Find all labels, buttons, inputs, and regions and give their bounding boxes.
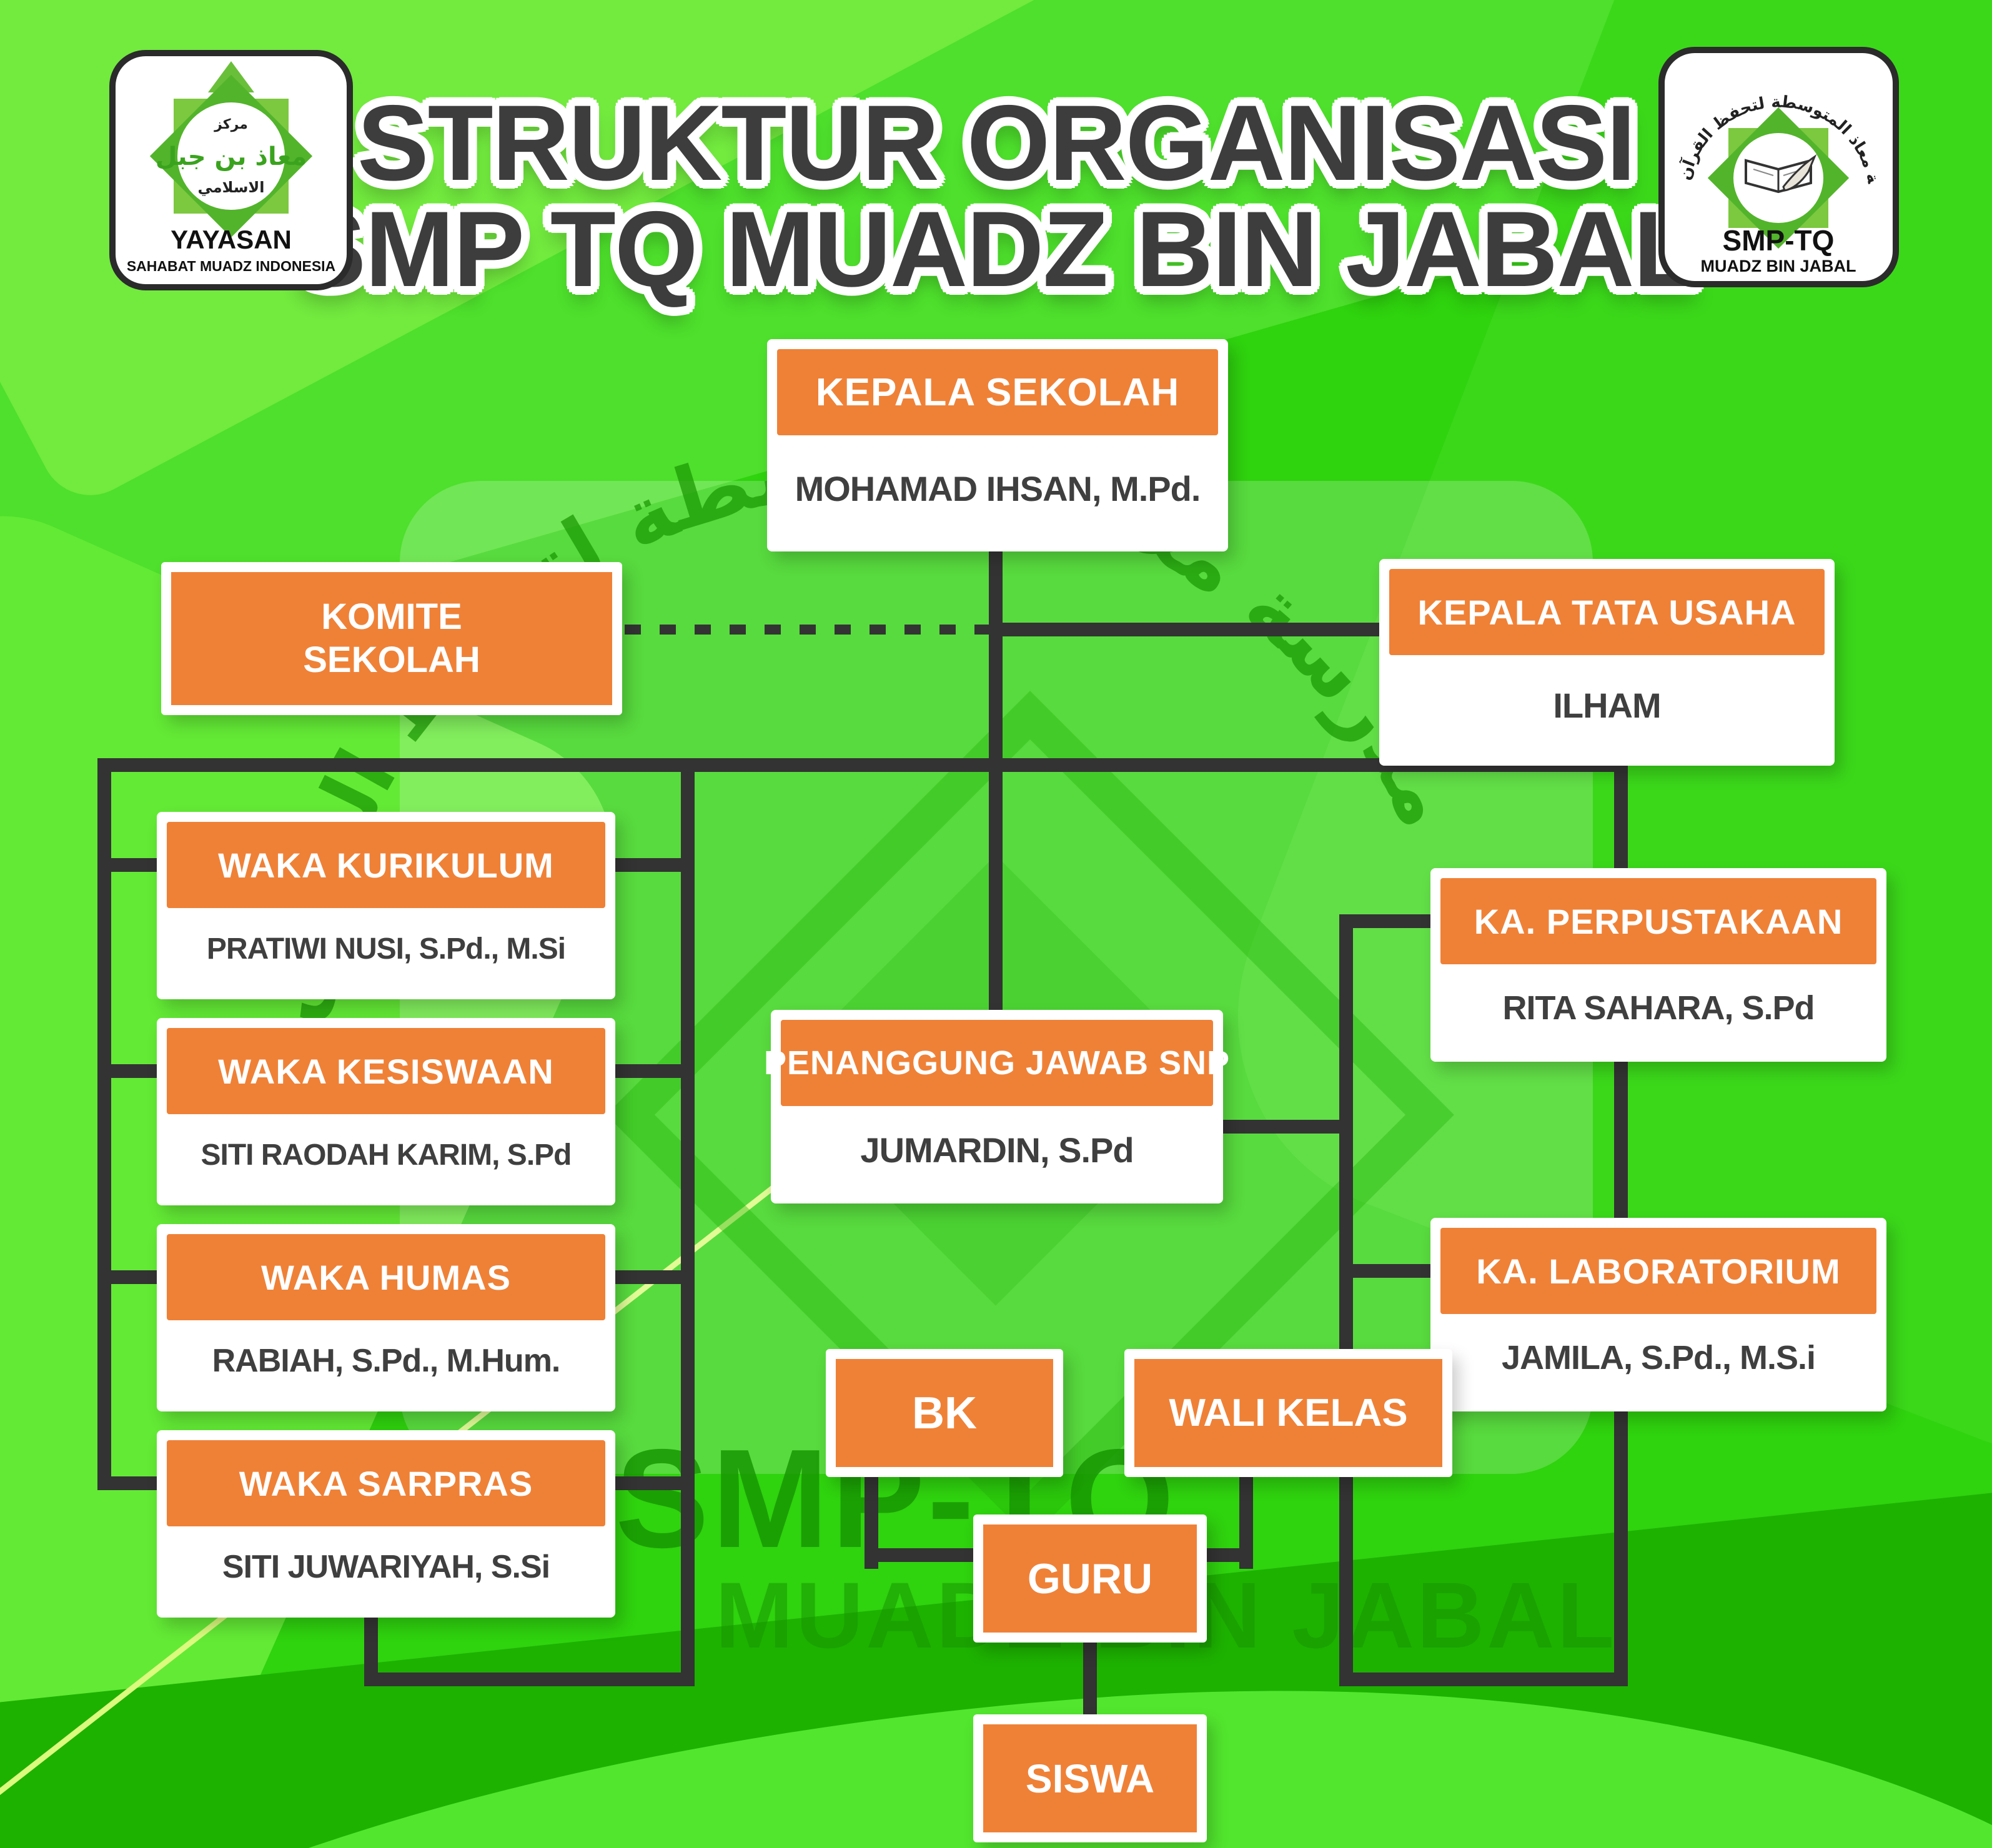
box-guru: GURU bbox=[973, 1514, 1207, 1643]
box-waka-kurikulum-name: PRATIWI NUSI, S.Pd., M.Si bbox=[206, 932, 566, 966]
poster-title-line2: SMP TQ MUADZ BIN JABAL bbox=[294, 189, 1698, 309]
yayasan-logo: مركز معاذ بن جبل الاسلامي YAYASAN SAHABA… bbox=[109, 50, 353, 290]
box-waka-humas: WAKA HUMAS RABIAH, S.Pd., M.Hum. bbox=[157, 1224, 615, 1411]
box-komite-line2: SEKOLAH bbox=[303, 639, 480, 680]
svg-text:YAYASAN: YAYASAN bbox=[171, 225, 292, 254]
box-waka-sarpras-title: WAKA SARPRAS bbox=[167, 1440, 605, 1526]
connector-bk-to-guru bbox=[865, 1548, 973, 1562]
box-tata-usaha: KEPALA TATA USAHA ILHAM bbox=[1379, 559, 1835, 766]
box-waka-humas-name: RABIAH, S.Pd., M.Hum. bbox=[212, 1343, 561, 1379]
connector-bottom-right bbox=[1339, 1673, 1628, 1686]
box-kepala-sekolah: KEPALA SEKOLAH MOHAMAD IHSAN, M.Pd. bbox=[767, 339, 1228, 551]
box-tata-usaha-title: KEPALA TATA USAHA bbox=[1389, 569, 1825, 655]
box-siswa: SISWA bbox=[973, 1714, 1207, 1842]
box-waka-kesiswaan-name: SITI RAODAH KARIM, S.Pd bbox=[201, 1138, 572, 1172]
box-wali-kelas: WALI KELAS bbox=[1124, 1349, 1452, 1477]
box-waka-sarpras-name: SITI JUWARIYAH, S.Si bbox=[222, 1549, 550, 1585]
svg-text:معاذ بن جبل: معاذ بن جبل bbox=[156, 142, 307, 171]
box-perpustakaan-name: RITA SAHARA, S.Pd bbox=[1502, 989, 1815, 1027]
watermark-arabic-arc: مدرسة معاذ المتوسطة لتحفظ القرآن bbox=[262, 462, 1470, 1029]
connector-kepala-to-snp bbox=[989, 548, 1003, 1014]
svg-text:الاسلامي: الاسلامي bbox=[197, 179, 264, 196]
box-wali-kelas-title: WALI KELAS bbox=[1169, 1391, 1408, 1435]
box-bk-title: BK bbox=[912, 1388, 977, 1438]
box-waka-sarpras: WAKA SARPRAS SITI JUWARIYAH, S.Si bbox=[157, 1430, 615, 1618]
svg-text:SAHABAT MUADZ INDONESIA: SAHABAT MUADZ INDONESIA bbox=[127, 258, 335, 274]
connector-wali-to-guru bbox=[1207, 1548, 1253, 1562]
svg-text:مركز: مركز bbox=[214, 117, 248, 132]
connector-stub-laboratorium bbox=[1339, 1264, 1444, 1278]
connector-guru-to-siswa bbox=[1083, 1643, 1097, 1714]
connector-right-mid-vertical bbox=[1339, 914, 1353, 1686]
poster-title-line1: STRUKTUR ORGANISASI bbox=[357, 83, 1636, 203]
box-waka-kurikulum: WAKA KURIKULUM PRATIWI NUSI, S.Pd., M.Si bbox=[157, 812, 615, 999]
box-waka-kesiswaan-title: WAKA KESISWAAN bbox=[167, 1028, 605, 1114]
connector-bottom-left bbox=[364, 1673, 695, 1686]
connector-left-vertical bbox=[97, 758, 111, 1490]
connector-waka-right-vertical bbox=[681, 758, 695, 1686]
box-kepala-sekolah-title: KEPALA SEKOLAH bbox=[777, 349, 1218, 435]
svg-text:MUADZ BIN JABAL: MUADZ BIN JABAL bbox=[1701, 257, 1856, 275]
box-snp-name: JUMARDIN, S.Pd bbox=[860, 1130, 1134, 1170]
box-komite-sekolah: KOMITE SEKOLAH bbox=[161, 562, 622, 715]
box-snp-title: PENANGGUNG JAWAB SNP bbox=[764, 1020, 1229, 1106]
yayasan-logo-emblem: مركز معاذ بن جبل الاسلامي YAYASAN SAHABA… bbox=[127, 61, 335, 274]
box-siswa-title: SISWA bbox=[1025, 1756, 1155, 1801]
box-penanggung-jawab-snp: PENANGGUNG JAWAB SNP JUMARDIN, S.Pd bbox=[764, 1010, 1229, 1203]
box-laboratorium-title: KA. LABORATORIUM bbox=[1440, 1228, 1876, 1314]
box-perpustakaan-title: KA. PERPUSTAKAAN bbox=[1440, 878, 1876, 964]
box-waka-kurikulum-title: WAKA KURIKULUM bbox=[167, 822, 605, 908]
box-waka-kesiswaan: WAKA KESISWAAN SITI RAODAH KARIM, S.Pd bbox=[157, 1018, 615, 1205]
box-guru-title: GURU bbox=[1027, 1554, 1153, 1603]
smptq-logo: مدرسة معاذ المتوسطة لتحفظ القرآن SMP-TQ … bbox=[1658, 47, 1899, 287]
box-komite-line1: KOMITE bbox=[321, 596, 462, 638]
box-waka-humas-title: WAKA HUMAS bbox=[167, 1234, 605, 1320]
box-ka-laboratorium: KA. LABORATORIUM JAMILA, S.Pd., M.S.i bbox=[1430, 1218, 1886, 1411]
box-kepala-sekolah-name: MOHAMAD IHSAN, M.Pd. bbox=[795, 468, 1201, 508]
box-laboratorium-name: JAMILA, S.Pd., M.S.i bbox=[1501, 1339, 1816, 1376]
svg-text:SMP-TQ: SMP-TQ bbox=[1723, 224, 1835, 257]
connector-bk-drop bbox=[865, 1477, 878, 1569]
connector-wali-drop bbox=[1239, 1477, 1253, 1569]
connector-main-bus bbox=[97, 758, 1628, 772]
connector-stub-perpustakaan bbox=[1339, 914, 1444, 928]
box-ka-perpustakaan: KA. PERPUSTAKAAN RITA SAHARA, S.Pd bbox=[1430, 868, 1886, 1062]
connector-snp-right bbox=[1223, 1120, 1353, 1134]
box-tata-usaha-name: ILHAM bbox=[1553, 686, 1661, 725]
connector-dotted-komite bbox=[625, 625, 989, 635]
smptq-logo-emblem: مدرسة معاذ المتوسطة لتحفظ القرآن SMP-TQ … bbox=[1665, 53, 1883, 275]
connector-sarpras-drop bbox=[364, 1618, 378, 1686]
box-bk: BK bbox=[826, 1349, 1063, 1477]
connector-to-tata-usaha bbox=[996, 623, 1379, 636]
